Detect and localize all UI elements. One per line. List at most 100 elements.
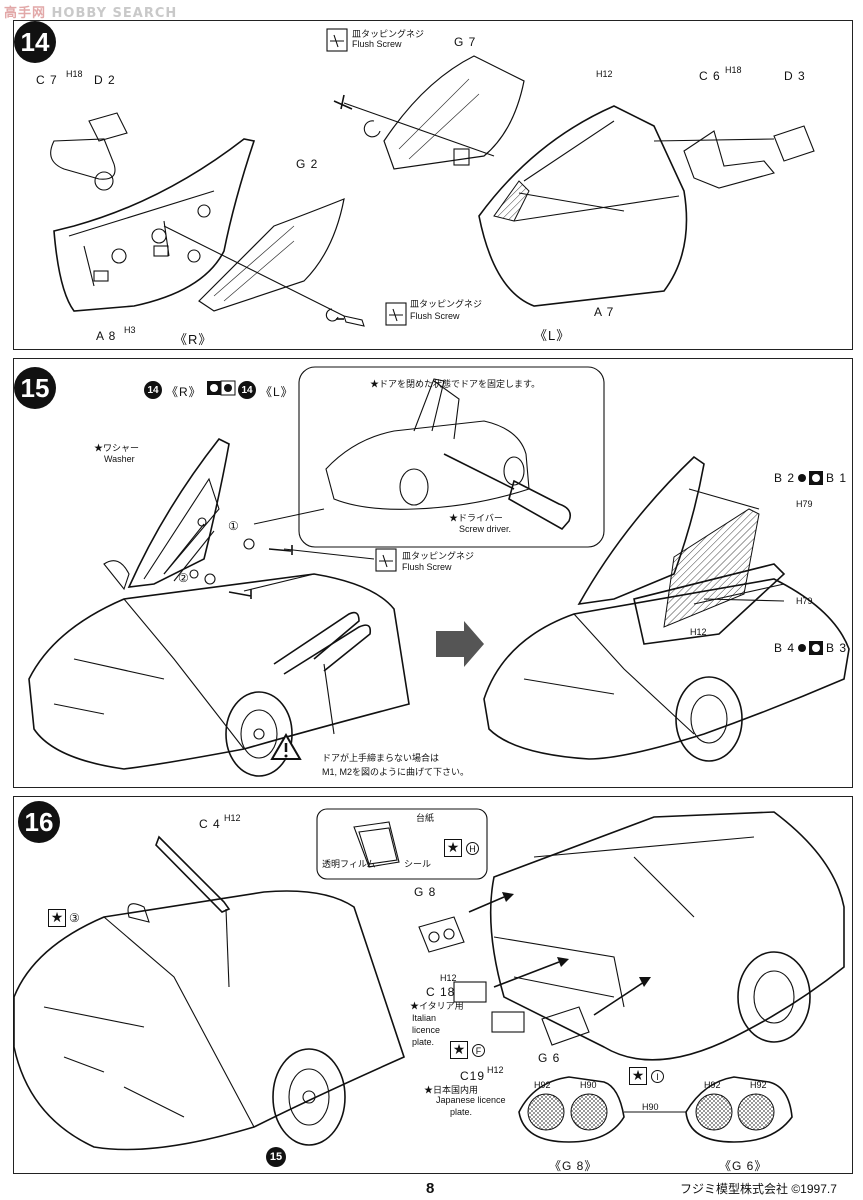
flush-screw-jp-top: 皿タッピングネジ (352, 29, 425, 39)
watermark-en: HOBBY SEARCH (51, 6, 178, 21)
label-g6: G 6 (538, 1051, 561, 1065)
label-h79-a: H79 (796, 499, 813, 509)
door-a8 (53, 138, 256, 312)
label-d3: D 3 (784, 69, 806, 83)
italy-en-1: Italian (412, 1013, 437, 1023)
wheel-left (225, 691, 293, 777)
step-15-number: 15 (14, 367, 56, 409)
japan-jp: ★日本国内用 (424, 1085, 479, 1095)
plate-c18 (453, 981, 487, 1003)
warning-line-1: ドアが上手締まらない場合は (322, 753, 440, 763)
mirror-c6 (683, 130, 775, 189)
car-front (13, 890, 405, 1151)
flush-screw-en-bot: Flush Screw (410, 311, 460, 321)
label-c4: C 4 (199, 817, 221, 831)
label-c6-h: H18 (725, 65, 742, 75)
ref-r-label: 《R》 (166, 385, 202, 399)
star-icon-f: ★ (450, 1041, 468, 1059)
label-h90-b: H90 (642, 1102, 659, 1112)
watermark: 高手网 HOBBY SEARCH (4, 2, 177, 21)
label-b2: B 2 (774, 471, 796, 485)
ref-l-label: 《L》 (260, 385, 294, 399)
flush-screw-en: Flush Screw (402, 562, 452, 572)
panel-b4 (633, 563, 786, 645)
mark-i: I (651, 1070, 664, 1083)
label-c7: C 7 (36, 73, 58, 87)
mark-3: ③ (69, 911, 81, 925)
mark-1: ① (228, 519, 240, 533)
mirror-d3 (773, 125, 815, 162)
footer-company: フジミ模型株式会社 ©1997.7 (680, 1182, 837, 1196)
flush-screw-jp-bot: 皿タッピングネジ (410, 299, 483, 309)
car-rear (489, 811, 845, 1061)
watermark-cn: 高手网 (4, 6, 47, 21)
detail-g6 (685, 1076, 793, 1143)
star-icon-i: ★ (629, 1067, 647, 1085)
label-g7: G 7 (454, 35, 477, 49)
warning-line-2: M1, M2を図のように曲げて下さい。 (322, 767, 470, 777)
window-g2 (198, 198, 345, 312)
step-14-panel: 14 C 7 H18 D 2 皿タッピングネジ Flush Screw G 7 … (13, 20, 853, 350)
washer-jp: ★ワシャー (94, 443, 140, 453)
driver-en: Screw driver. (459, 524, 512, 534)
door-a7 (478, 105, 688, 307)
mirror-pin (94, 171, 114, 191)
label-a8-h: H3 (124, 325, 136, 335)
wheel-right (675, 676, 743, 762)
door-open-right (577, 455, 705, 606)
washer-en: Washer (104, 454, 135, 464)
taillight-g8 (418, 916, 465, 953)
taillight-g6 (541, 1006, 590, 1046)
label-h90-a: H90 (580, 1080, 597, 1090)
mirror-d2 (88, 112, 128, 142)
inset-car (325, 420, 530, 510)
step-16-number: 16 (18, 801, 60, 843)
label-c6: C 6 (699, 69, 721, 83)
label-seal: シール (404, 859, 432, 869)
step-16-drawing (13, 808, 845, 1151)
label-c4-h: H12 (224, 813, 241, 823)
plate-c19 (491, 1011, 525, 1033)
driver-jp: ★ドライバー (449, 513, 503, 523)
label-c19-h: H12 (487, 1065, 504, 1075)
page-number: 8 (426, 1180, 435, 1197)
label-h79-b: H79 (796, 596, 813, 606)
label-d2: D 2 (94, 73, 116, 87)
callout-inset-box (298, 366, 605, 548)
label-b1: B 1 (826, 471, 848, 485)
wire-m1 (273, 611, 360, 665)
flush-screw-en-top: Flush Screw (352, 39, 402, 49)
sticker-callout (316, 808, 488, 880)
italy-jp: ★イタリア用 (410, 1001, 464, 1011)
label-g8: G 8 (414, 885, 437, 899)
arrow-right-icon (436, 621, 484, 667)
label-film: 透明フィルム (322, 859, 376, 869)
japan-en-2: plate. (450, 1107, 473, 1117)
star-icon-h: ★ (444, 839, 462, 857)
label-h92-c: H92 (750, 1080, 767, 1090)
step-15-panel: 15 14 《R》 14 《L》 ★ワシャー Washer ★ドアを閉めた状態で… (13, 358, 853, 788)
italy-en-2: licence (412, 1025, 441, 1035)
step-15-drawing (28, 366, 850, 777)
inset-note: ★ドアを閉めた状態でドアを固定します。 (370, 379, 541, 389)
label-h92-a: H92 (534, 1080, 551, 1090)
label-c7-h: H18 (66, 69, 83, 79)
label-a7: A 7 (594, 305, 615, 319)
mark-h: H (466, 842, 479, 855)
wheel-rear (737, 951, 811, 1043)
step-16-panel: 16 C 4 H12 台紙 透明フィルム シール ★ H ★ ③ G 8 H12… (13, 796, 853, 1174)
detail-g8 (518, 1076, 625, 1143)
car-body-right (483, 578, 850, 760)
step-14-number: 14 (14, 21, 56, 63)
ref-14-a: 14 (144, 381, 162, 399)
label-h12: H12 (690, 627, 707, 637)
label-b3: B 3 (826, 641, 848, 655)
mirror-c7 (50, 138, 116, 180)
side-r-label: 《R》 (174, 332, 213, 347)
caption-g8: 《G 8》 (549, 1159, 598, 1173)
label-h12: H12 (596, 69, 613, 79)
ref-15: 15 (266, 1147, 286, 1167)
door-open-left (127, 437, 230, 588)
flush-screw-jp: 皿タッピングネジ (402, 551, 475, 561)
window-g7 (383, 55, 525, 170)
